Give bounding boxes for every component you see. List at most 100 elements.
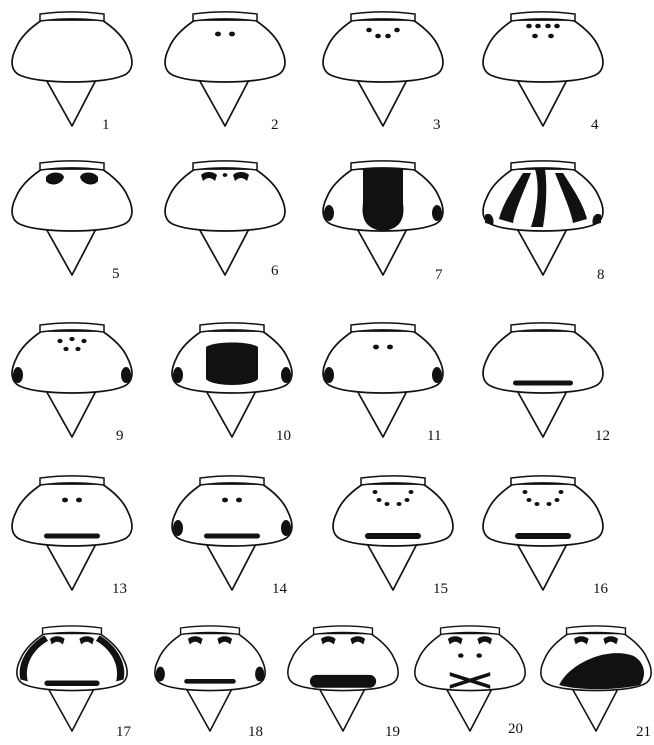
panel-12 [483,323,603,437]
scutellum-shape [44,387,98,437]
posterior-bar-mark [44,680,99,686]
spot-mark [559,490,564,494]
lateral-spot-mark [324,205,334,221]
panel-number-label: 13 [112,581,127,597]
panel-2 [165,12,285,126]
spot-mark [527,498,532,502]
panel-number-label: 14 [272,581,288,597]
spot-mark [394,28,400,32]
spot-mark [523,490,528,494]
spot-mark [387,345,393,350]
posterior-bar-mark [204,534,260,539]
pronotum-shape [12,169,132,231]
lateral-spot-mark [13,367,23,383]
lateral-spot-mark [121,367,131,383]
spot-mark [75,347,80,351]
panel-number-label: 9 [116,428,124,444]
panel-number-label: 20 [508,721,523,737]
panel-number-label: 1 [102,117,110,133]
scutellum-shape [515,76,569,126]
posterior-bar-mark [365,533,421,539]
panel-9 [12,323,132,437]
scutellum-shape [444,685,494,731]
spot-mark [62,498,68,503]
panel-20 [415,626,525,731]
scutellum-shape [570,685,620,731]
pronotum-shape [12,20,132,82]
panel-number-label: 6 [271,263,279,279]
spot-mark [236,498,242,503]
scutellum-shape [355,76,409,126]
panel-number-label: 16 [593,581,609,597]
spot-mark [385,34,391,38]
central-patch-mark [206,343,258,386]
spot-mark [222,498,228,503]
spot-mark [526,24,532,28]
pronotum-shape [483,20,603,82]
spot-mark [385,502,390,506]
panel-number-label: 21 [636,724,651,740]
spot-mark [373,345,379,350]
posterior-bar-mark [310,675,376,688]
spot-mark [373,490,378,494]
spot-mark [397,502,402,506]
panel-19 [288,626,398,731]
spot-mark [555,498,560,502]
spot-mark [554,24,560,28]
scutellum-shape [355,387,409,437]
spot-mark [476,653,482,657]
scutellum-shape [355,225,409,275]
pronotum-shape [165,169,285,231]
spot-mark [57,339,62,343]
pronotum-shape [165,20,285,82]
lateral-spot-mark [173,367,183,383]
panel-18 [155,626,265,731]
scutellum-shape [515,387,569,437]
lateral-spot-mark [281,367,291,383]
panel-number-label: 17 [116,724,132,740]
spot-mark [63,347,68,351]
spot-mark [69,337,74,341]
panel-number-label: 8 [597,267,605,283]
panel-number-label: 19 [385,724,400,740]
panel-16 [483,476,603,590]
scutellum-shape [197,225,251,275]
spot-mark [81,339,86,343]
spot-mark [532,34,538,38]
panel-6 [165,161,285,275]
panel-number-label: 12 [595,428,610,444]
lateral-spot-mark [255,667,264,682]
panel-5 [12,161,132,275]
lateral-spot-mark [324,367,334,383]
panel-number-label: 11 [427,428,441,444]
panel-1 [12,12,132,126]
scutellum-shape [197,76,251,126]
panel-7 [323,161,443,275]
panel-10 [172,323,292,437]
lateral-spot-mark [432,367,442,383]
lateral-spot-mark [281,520,291,536]
spot-mark [375,34,381,38]
scutellum-shape [204,540,258,590]
panel-number-label: 3 [433,117,441,133]
spot-mark [377,498,382,502]
scutellum-shape [365,540,419,590]
central-band-mark [363,169,404,231]
spot-mark [547,502,552,506]
panel-21 [541,626,651,731]
panel-number-label: 10 [276,428,291,444]
panel-14 [172,476,292,590]
lateral-spot-mark [432,205,442,221]
scutellum-shape [515,225,569,275]
lateral-spot-mark [156,667,165,682]
spot-mark [366,28,372,32]
posterior-bar-mark [184,679,236,684]
scutellum-shape [515,540,569,590]
lateral-spot-mark [173,520,183,536]
panel-number-label: 18 [248,724,263,740]
spot-mark [215,32,221,37]
spot-mark [405,498,410,502]
scutellum-shape [44,540,98,590]
panel-17 [17,626,127,731]
